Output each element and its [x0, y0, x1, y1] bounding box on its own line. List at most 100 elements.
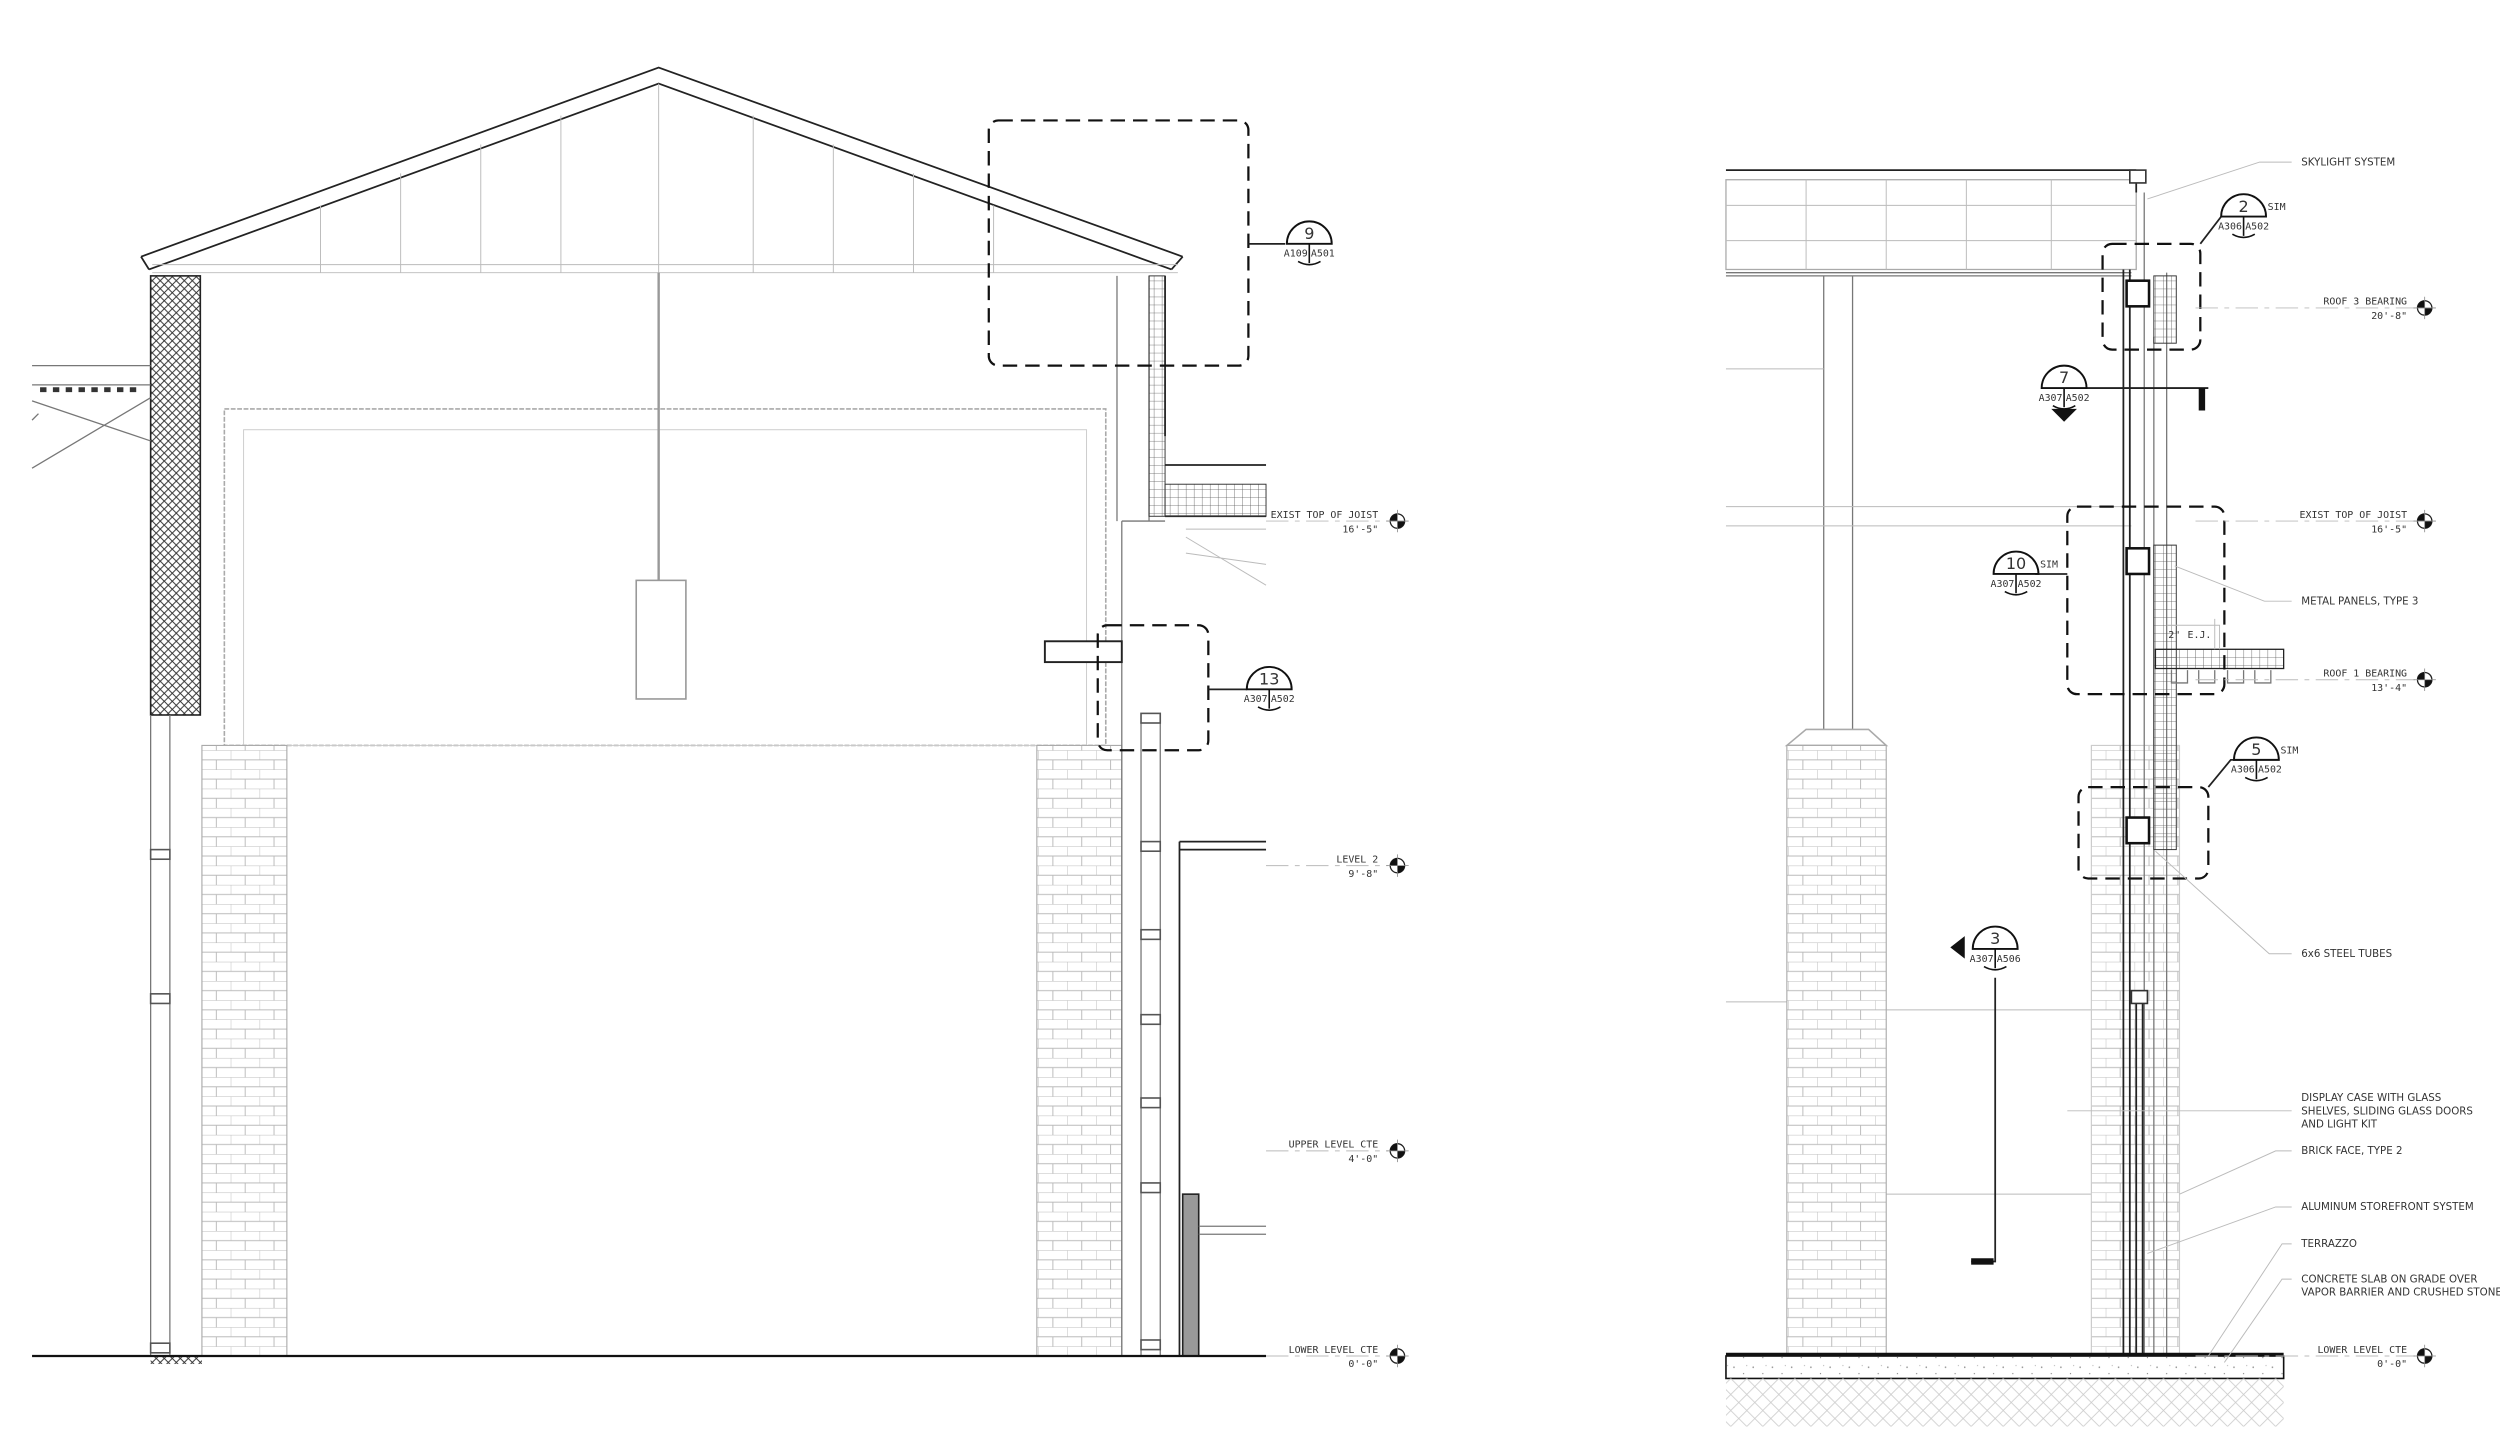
callout-sheet-ref: A307	[1970, 954, 1994, 965]
level-datum-icon	[2413, 668, 2436, 691]
callout-sheet-ref: A306	[2218, 221, 2242, 232]
callout-number: 3	[1990, 929, 2000, 948]
keynote-line: TERRAZZO	[2300, 1238, 2357, 1250]
keynote: 6x6 STEEL TUBES	[2301, 948, 2392, 960]
keynote: TERRAZZO	[2300, 1238, 2357, 1250]
steel-tube-bottom	[2125, 816, 2151, 845]
callout-sheet-ref: A502	[1271, 694, 1295, 705]
level-elevation: 0'-0"	[1348, 1359, 1378, 1370]
keynote: METAL PANELS, TYPE 3	[2301, 595, 2418, 607]
level-marker: UPPER LEVEL CTE 4'-0"	[1266, 1139, 1409, 1165]
callout-number: 5	[2251, 740, 2261, 759]
callout-sheet-ref: A307	[2039, 393, 2063, 404]
callout-sim-label: SIM	[2040, 560, 2058, 571]
level-name: UPPER LEVEL CTE	[1289, 1140, 1379, 1151]
level-datum-icon	[1386, 1344, 1409, 1368]
level-datum-icon	[2413, 296, 2436, 320]
callout-number: 13	[1259, 670, 1279, 689]
callout-sheet-ref: A502	[2245, 221, 2269, 232]
level-name: EXIST TOP OF JOIST	[2300, 510, 2408, 521]
keynote-line: SKYLIGHT SYSTEM	[2301, 156, 2395, 168]
skylight	[1725, 179, 2137, 271]
level-marker: EXIST TOP OF JOIST 16'-5"	[1266, 509, 1409, 535]
keynote-line: AND LIGHT KIT	[2301, 1118, 2377, 1130]
level-marker: EXIST TOP OF JOIST 16'-5"	[2195, 509, 2436, 535]
steel-tube-mid	[2125, 547, 2151, 576]
section-arrow-icon	[1950, 936, 1965, 959]
level-datum-icon	[2413, 1344, 2436, 1368]
terrazzo-slab	[1725, 1355, 2285, 1380]
detail-boundary-13	[1096, 624, 1210, 752]
level-elevation: 20'-8"	[2371, 311, 2407, 322]
level-datum-icon	[1386, 1139, 1409, 1163]
keynote-line: SHELVES, SLIDING GLASS DOORS	[2301, 1105, 2473, 1117]
level-elevation: 16'-5"	[2371, 524, 2407, 535]
level-elevation: 13'-4"	[2371, 683, 2407, 694]
expansion-gap-dim: 2"	[2168, 630, 2180, 641]
level-elevation: 4'-0"	[1348, 1154, 1378, 1165]
callout-sheet-ref: A502	[2018, 579, 2042, 590]
right-wall-section: 2" E.J.	[1725, 161, 2292, 1427]
level-name: LOWER LEVEL CTE	[1289, 1345, 1379, 1356]
level-datum-icon	[1386, 509, 1409, 533]
callout-number: 10	[2006, 554, 2026, 573]
level-elevation: 16'-5"	[1342, 524, 1378, 535]
callout-sheet-ref: A506	[1997, 954, 2021, 965]
detail-boundary-9	[987, 119, 1250, 367]
level-marker: ROOF 3 BEARING 20'-8"	[2195, 296, 2436, 322]
level-marker: LEVEL 2 9'-8"	[1266, 854, 1409, 880]
detail-boundary-2	[2101, 242, 2202, 351]
keynotes: SKYLIGHT SYSTEM METAL PANELS, TYPE 3 6x6 S…	[2300, 156, 2500, 1298]
crushed-stone	[1725, 1378, 2284, 1427]
pendant-light	[635, 579, 687, 700]
section-arrow-icon	[2051, 408, 2077, 422]
keynote-line: BRICK FACE, TYPE 2	[2301, 1145, 2402, 1157]
keynote: BRICK FACE, TYPE 2	[2301, 1145, 2402, 1157]
callout-sheet-ref: A306	[2231, 765, 2255, 776]
level-datum-icon	[2413, 509, 2436, 533]
callout-sheet-ref: A502	[2258, 765, 2282, 776]
level-name: LEVEL 2	[1336, 854, 1378, 865]
level-markers: EXIST TOP OF JOIST 16'-5" LEVEL 2 9'-8" UPPE…	[1266, 296, 2436, 1370]
callout-sheet-ref: A109	[1284, 249, 1308, 260]
level-name: ROOF 1 BEARING	[2323, 669, 2407, 680]
level-elevation: 9'-8"	[1348, 869, 1378, 880]
level-name: EXIST TOP OF JOIST	[1271, 510, 1379, 521]
left-building-section	[31, 66, 1286, 1365]
callout-sheet-ref: A307	[1991, 579, 2015, 590]
keynote-line: METAL PANELS, TYPE 3	[2301, 595, 2418, 607]
callout-number: 9	[1304, 224, 1314, 243]
keynote-line: ALUMINUM STOREFRONT SYSTEM	[2301, 1201, 2473, 1213]
level-datum-icon	[1386, 854, 1409, 877]
callout-number: 2	[2238, 197, 2248, 216]
keynote-line: 6x6 STEEL TUBES	[2301, 948, 2392, 960]
level-marker: ROOF 1 BEARING 13'-4"	[2195, 668, 2436, 694]
keynote-line: CONCRETE SLAB ON GRADE OVER	[2301, 1273, 2477, 1285]
level-name: LOWER LEVEL CTE	[2317, 1345, 2407, 1356]
brick-pier-right	[1036, 744, 1123, 1357]
callout-sheet-ref: A307	[1244, 694, 1268, 705]
keynote: ALUMINUM STOREFRONT SYSTEM	[2301, 1201, 2473, 1213]
callout-sheet-ref: A502	[2066, 393, 2090, 404]
callout-number: 7	[2059, 368, 2069, 387]
detail-boundary-5	[2077, 785, 2210, 880]
detail-boundary-10	[2066, 505, 2226, 696]
masonry-wall-hatched	[149, 275, 202, 716]
level-name: ROOF 3 BEARING	[2323, 297, 2407, 308]
callout-sim-label: SIM	[2268, 202, 2286, 213]
keynote-line: DISPLAY CASE WITH GLASS	[2301, 1092, 2441, 1104]
gable-roof	[140, 66, 1184, 271]
brick-pier	[1786, 744, 1887, 1357]
